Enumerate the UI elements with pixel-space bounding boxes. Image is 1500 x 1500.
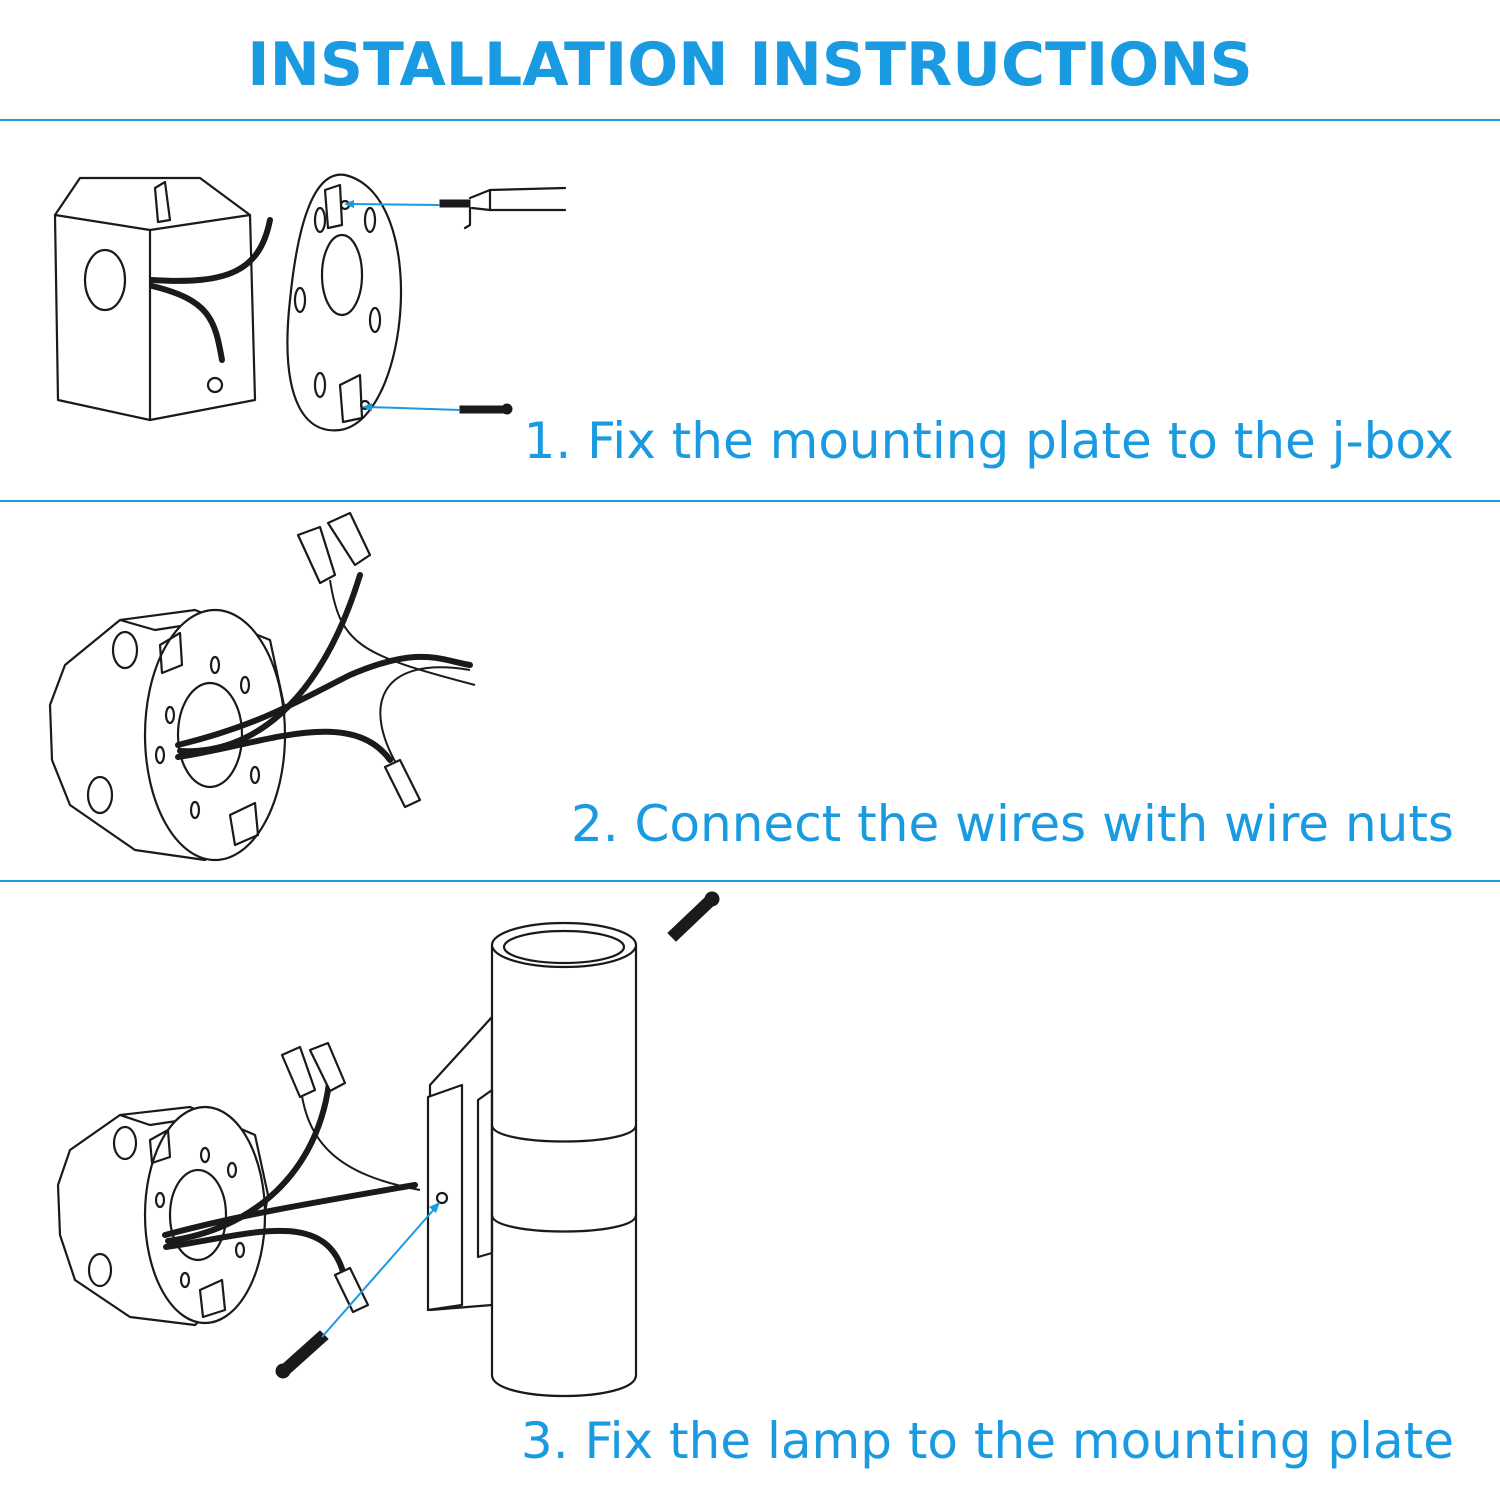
step-1-illustration [53, 173, 567, 432]
wires-icon [162, 1072, 421, 1283]
divider-top [0, 119, 1500, 121]
wire-nut-icon [280, 1041, 370, 1314]
step-3-illustration [56, 891, 720, 1398]
wire-nut-icon [296, 511, 422, 809]
screw-icon [439, 199, 513, 415]
step-2-label: 2. Connect the wires with wire nuts [570, 795, 1454, 853]
divider-2 [0, 880, 1500, 882]
step-1-label: 1. Fix the mounting plate to the j-box [523, 412, 1454, 470]
divider-1 [0, 500, 1500, 502]
mounting-plate-icon [286, 173, 403, 432]
wall-lamp-icon [426, 921, 638, 1398]
page-title: INSTALLATION INSTRUCTIONS [247, 30, 1253, 100]
wires-icon [175, 572, 476, 771]
junction-box-icon [53, 176, 273, 422]
step-2-illustration [48, 511, 476, 862]
screw-icon [275, 891, 720, 1379]
mounting-plate-icon [143, 1105, 267, 1325]
step-3-label: 3. Fix the lamp to the mounting plate [520, 1412, 1454, 1470]
screwdriver-icon [463, 186, 567, 230]
